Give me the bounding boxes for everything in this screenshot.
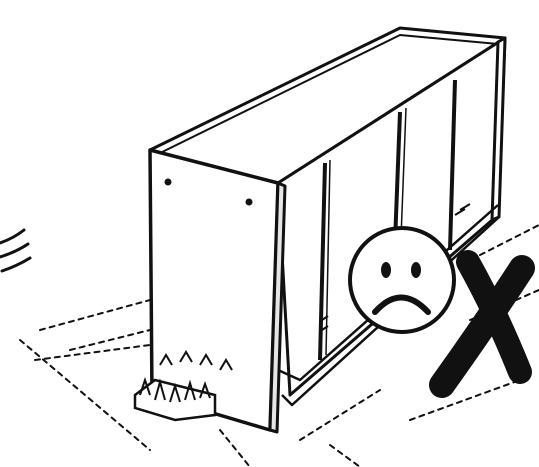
- screw-hole: [165, 179, 172, 186]
- motion-lines: [0, 230, 30, 271]
- sad-face-icon: [350, 228, 454, 332]
- screw-hole: [246, 199, 253, 206]
